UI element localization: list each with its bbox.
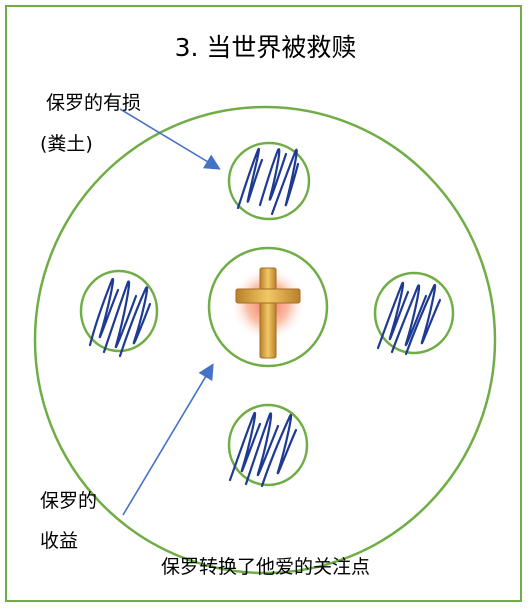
loss-circle-top xyxy=(227,141,311,221)
loss-circle-left xyxy=(79,269,159,358)
scribble-icon xyxy=(228,411,298,488)
diagram-title: 3. 当世界被救赎 xyxy=(174,33,357,62)
center-circle xyxy=(207,246,329,368)
gain-label-line2: 收益 xyxy=(40,530,79,552)
loss-label-line2: (粪土) xyxy=(40,133,93,155)
world-circle xyxy=(33,105,497,575)
diagram-caption: 保罗转换了他爱的关注点 xyxy=(160,556,370,578)
loss-circle-bottom xyxy=(227,403,309,488)
loss-arrow xyxy=(119,108,221,170)
gain-label-line1: 保罗的 xyxy=(40,490,98,512)
cross-icon xyxy=(230,266,306,359)
scribble-icon xyxy=(376,281,442,356)
scribble-icon xyxy=(236,147,300,216)
scribble-icon xyxy=(88,277,152,358)
diagram-frame xyxy=(5,5,522,602)
loss-label-line1: 保罗的有损 xyxy=(46,92,142,114)
loss-circle-right xyxy=(373,271,455,356)
gain-arrow xyxy=(122,363,214,516)
